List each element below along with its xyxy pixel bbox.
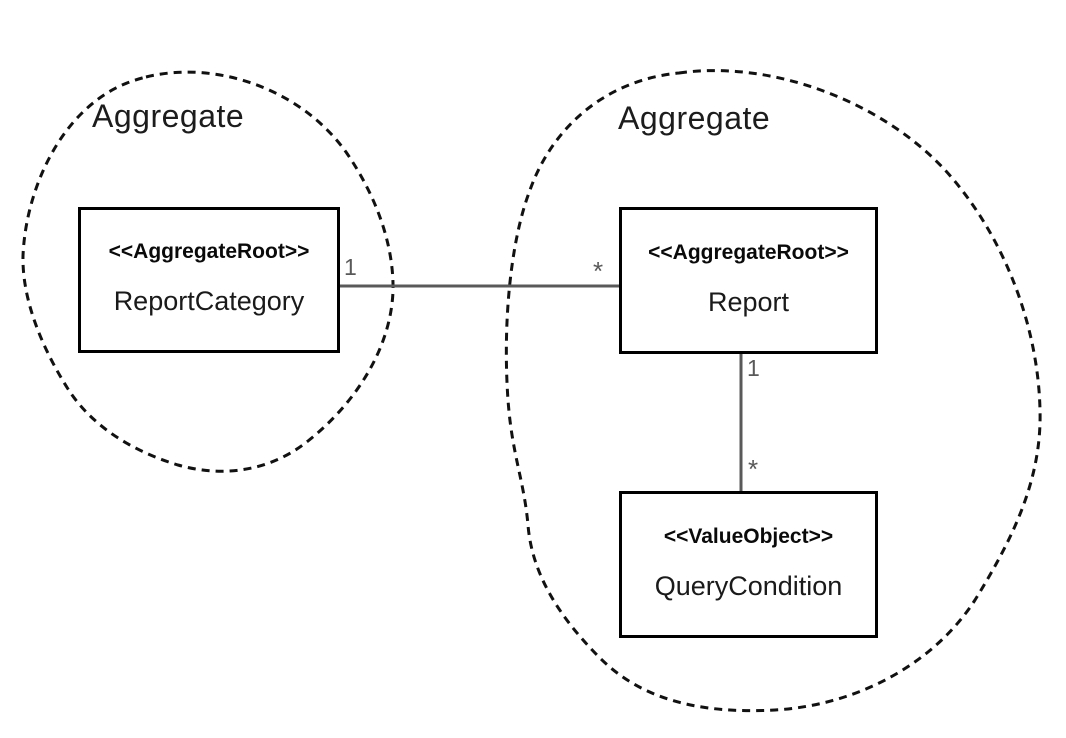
- entity-reportcategory: <<AggregateRoot>> ReportCategory: [78, 207, 340, 353]
- multiplicity-report-side-vertical: 1: [747, 355, 760, 381]
- entity-report-name: Report: [707, 286, 790, 317]
- multiplicity-reportcategory-side: 1: [344, 254, 357, 280]
- entity-querycondition: <<ValueObject>> QueryCondition: [619, 491, 878, 638]
- aggregate-boundary-right: [504, 69, 1042, 713]
- aggregate-label-right: Aggregate: [618, 100, 771, 136]
- entity-reportcategory-stereotype: <<AggregateRoot>>: [108, 240, 310, 263]
- multiplicity-report-side-horizontal: *: [593, 256, 604, 286]
- entity-report: <<AggregateRoot>> Report: [619, 207, 878, 354]
- entity-report-stereotype: <<AggregateRoot>>: [648, 240, 849, 264]
- multiplicity-querycondition-side: *: [748, 454, 759, 484]
- entity-querycondition-name: QueryCondition: [654, 570, 843, 601]
- entity-reportcategory-name: ReportCategory: [113, 286, 305, 316]
- aggregate-label-left: Aggregate: [92, 98, 245, 134]
- entity-querycondition-stereotype: <<ValueObject>>: [663, 524, 834, 548]
